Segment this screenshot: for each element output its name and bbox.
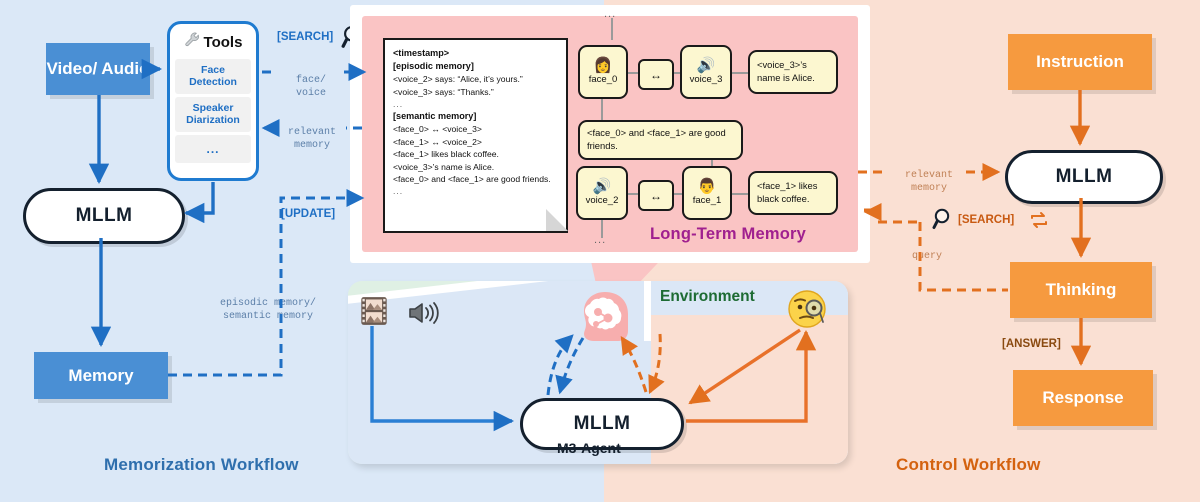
film-frames-icon <box>360 296 388 330</box>
query-edge-label: query <box>911 251 942 262</box>
note-ellipsis-1: ... <box>393 98 404 109</box>
graph-relation-voice2-face1: ↔ <box>638 180 674 211</box>
memorization-workflow-label: Memorization Workflow <box>104 455 299 474</box>
update-tag: [UPDATE] <box>281 208 336 220</box>
note-semantic-line-2: <face_1> ↔ <voice_2> <box>393 136 482 147</box>
episodic-semantic-edge-label: episodic memory/ semantic memory <box>219 297 316 323</box>
memorization-mllm[interactable]: MLLM <box>23 188 185 244</box>
control-mllm-label: MLLM <box>1055 166 1113 187</box>
note-ellipsis-2: ... <box>393 186 404 197</box>
relevant-memory-edge-label-left: relevant memory <box>287 126 336 152</box>
woman-face-icon: 👩 <box>593 56 613 74</box>
instruction-box[interactable]: Instruction <box>1008 34 1152 90</box>
speaker-icon-voice2: 🔊 <box>592 177 612 195</box>
graph-edge-bottom-dots <box>601 220 603 238</box>
response-box[interactable]: Response <box>1013 370 1153 426</box>
graph-ellipsis-top: ... <box>604 8 617 20</box>
note-episodic-line-2: <voice_3> says: “Thanks.” <box>393 86 494 97</box>
tool-more[interactable]: ... <box>175 134 251 163</box>
graph-node-face-0[interactable]: 👩 face_0 <box>578 45 628 99</box>
graph-relation-face0-voice3: ↔ <box>638 59 674 90</box>
agent-control-region-2 <box>651 315 848 464</box>
graph-fact-voice3-name[interactable]: <voice_3>’s name is Alice. <box>748 50 838 94</box>
memorization-mllm-label: MLLM <box>75 205 133 226</box>
control-workflow-label: Control Workflow <box>896 455 1041 474</box>
tools-card[interactable]: Tools Face Detection Speaker Diarization… <box>167 21 259 181</box>
memory-box-label: Memory <box>68 365 134 385</box>
magnifier-icon-right <box>932 207 956 235</box>
note-semantic-line-5: <face_0> and <face_1> are good friends. <box>393 173 551 184</box>
note-episodic-header: [episodic memory] <box>393 61 474 72</box>
wrench-icon <box>184 32 201 53</box>
speaker-icon-voice3: 🔊 <box>696 56 716 74</box>
video-audio-box[interactable]: Video/ Audio <box>46 43 150 95</box>
graph-node-voice-2[interactable]: 🔊 voice_2 <box>576 166 628 220</box>
long-term-memory-title: Long-Term Memory <box>650 225 806 243</box>
relevant-memory-edge-label-right: relevant memory <box>904 169 953 195</box>
search-tag-left: [SEARCH] <box>277 31 334 43</box>
graph-edge-top-dots <box>611 18 613 40</box>
search-tag-right: [SEARCH] <box>958 214 1015 226</box>
graph-node-voice-2-label: voice_2 <box>585 194 619 206</box>
instruction-label: Instruction <box>1036 52 1124 72</box>
graph-node-face-1[interactable]: 👨 face_1 <box>682 166 732 220</box>
speaker-icon-agent <box>407 301 439 329</box>
note-semantic-line-4: <voice_3>’s name is Alice. <box>393 161 495 172</box>
response-label: Response <box>1042 388 1124 408</box>
video-audio-label: Video/ Audio <box>46 59 150 79</box>
memory-box[interactable]: Memory <box>34 352 168 399</box>
memory-note: <timestamp> [episodic memory] <voice_2> … <box>383 38 568 233</box>
graph-edge-voice3-fact <box>732 72 750 74</box>
note-timestamp: <timestamp> <box>393 48 450 58</box>
tool-speaker-diarization[interactable]: Speaker Diarization <box>175 96 251 132</box>
control-mllm[interactable]: MLLM <box>1005 150 1163 204</box>
answer-tag: [ANSWER] <box>1002 338 1061 350</box>
graph-edge-rel2-face1 <box>671 193 691 195</box>
agent-mllm-label: MLLM <box>573 413 631 434</box>
refresh-loop-icon <box>1028 209 1050 235</box>
tool-speaker-diarization-label: Speaker Diarization <box>186 101 240 127</box>
graph-edge-face0-fact <box>601 99 603 121</box>
graph-node-voice-3-label: voice_3 <box>689 73 723 85</box>
note-semantic-line-1: <face_0> ↔ <voice_3> <box>393 124 482 135</box>
tool-face-detection-label: Face Detection <box>189 64 237 89</box>
man-face-icon: 👨 <box>697 177 717 195</box>
tool-more-label: ... <box>206 141 220 156</box>
agent-vertical-divider <box>644 281 651 341</box>
note-semantic-line-3: <face_1> likes black coffee. <box>393 149 499 160</box>
monocle-face-icon <box>786 288 828 334</box>
note-episodic-line-1: <voice_2> says: “Alice, it’s yours.” <box>393 74 523 85</box>
graph-ellipsis-bottom: ... <box>594 234 607 246</box>
note-semantic-header: [semantic memory] <box>393 111 477 122</box>
face-voice-edge-label: face/ voice <box>295 74 326 100</box>
tools-header: Tools <box>175 28 251 56</box>
graph-node-face-0-label: face_0 <box>588 73 618 85</box>
tools-title: Tools <box>203 33 243 51</box>
brain-head-icon <box>574 286 636 352</box>
graph-node-face-1-label: face_1 <box>692 194 722 206</box>
thinking-box[interactable]: Thinking <box>1010 262 1152 318</box>
graph-fact-good-friends[interactable]: <face_0> and <face_1> are good friends. <box>578 120 743 160</box>
graph-node-voice-3[interactable]: 🔊 voice_3 <box>680 45 732 99</box>
agent-mllm[interactable]: MLLM <box>520 398 684 450</box>
tool-face-detection[interactable]: Face Detection <box>175 59 251 94</box>
note-fold-corner <box>546 209 568 231</box>
m3-agent-title: M3-Agent <box>557 440 621 456</box>
graph-fact-black-coffee[interactable]: <face_1> likes black coffee. <box>748 171 838 215</box>
graph-edge-face1-fact <box>732 193 750 195</box>
environment-label: Environment <box>660 288 755 305</box>
thinking-label: Thinking <box>1045 280 1117 300</box>
